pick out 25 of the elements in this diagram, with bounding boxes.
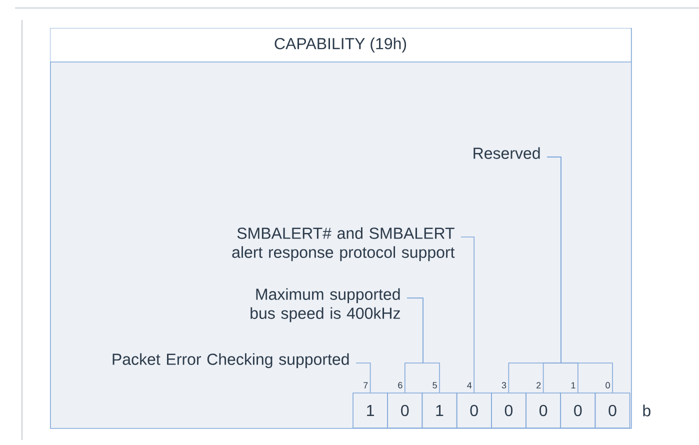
bit-cell: 0 xyxy=(526,392,561,428)
callout-text: Reserved xyxy=(474,147,540,159)
bit-cell: 0 xyxy=(594,392,630,428)
leader-line xyxy=(546,156,613,393)
bit-number: 0 xyxy=(606,382,610,388)
bit-number: 1 xyxy=(571,382,576,388)
bit-number: 7 xyxy=(364,382,368,388)
bit-number: 3 xyxy=(502,382,506,388)
callout-text: SMBALERT# and SMBALERT alert response protocol support xyxy=(232,227,455,262)
bit-number: 6 xyxy=(398,382,402,388)
bit-number: 2 xyxy=(536,382,541,388)
leader-line xyxy=(460,236,474,393)
bit-cell: 0 xyxy=(387,392,423,428)
bit-number: 5 xyxy=(432,382,437,388)
leader-line xyxy=(406,298,440,393)
bit-cell: 0 xyxy=(560,392,596,428)
leader-line xyxy=(356,362,371,393)
unit-label: b xyxy=(643,404,650,416)
bit-cell: 1 xyxy=(422,392,458,428)
bit-cell: 0 xyxy=(456,392,492,428)
bit-cell: 0 xyxy=(491,392,526,428)
callout-text: Maximum supported bus speed is 400kHz xyxy=(250,288,400,322)
callout-text: Packet Error Checking supported xyxy=(112,353,349,368)
bit-number: 4 xyxy=(467,382,472,388)
bit-cell: 1 xyxy=(352,392,388,428)
